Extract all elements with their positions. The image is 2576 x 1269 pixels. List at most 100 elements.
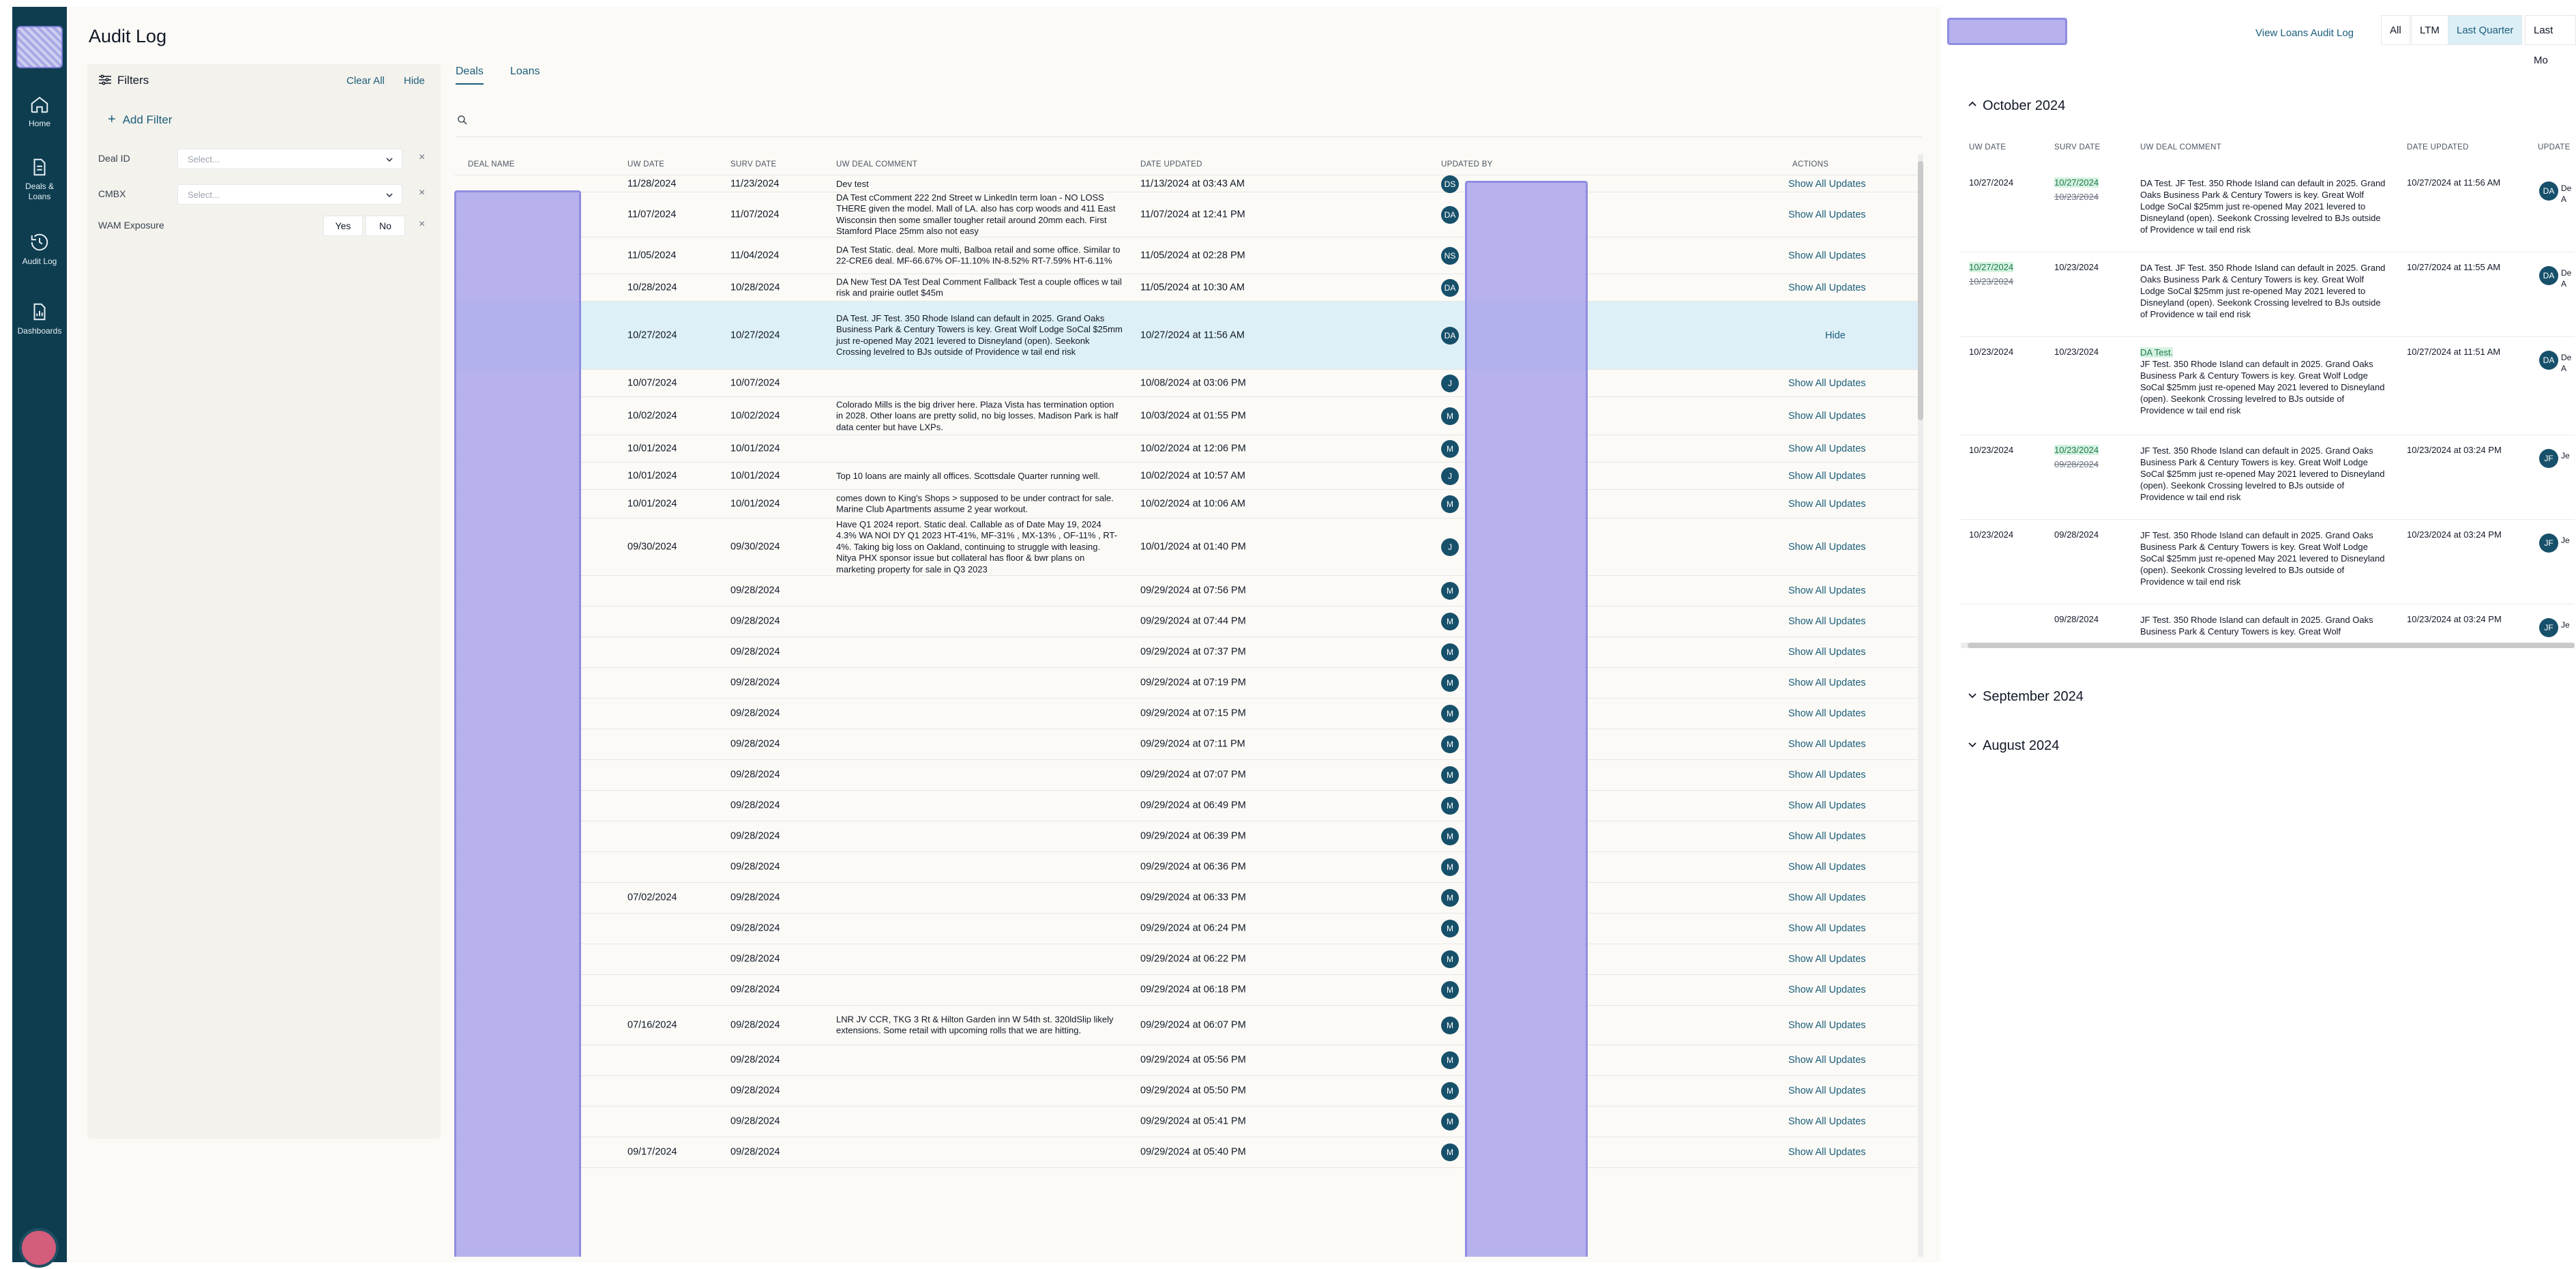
wam-no-button[interactable]: No [366,216,405,236]
show-all-updates-button[interactable]: Show All Updates [1788,739,1866,750]
segment-all[interactable]: All [2381,15,2410,45]
show-all-updates-button[interactable]: Show All Updates [1788,954,1866,965]
header-date-updated[interactable]: DATE UPDATED [1140,160,1202,169]
show-all-updates-button[interactable]: Show All Updates [1788,647,1866,658]
table-scrollbar[interactable] [1918,154,1923,1257]
header-uw-comment[interactable]: UW DEAL COMMENT [836,160,918,169]
clear-all-button[interactable]: Clear All [346,75,385,87]
show-all-updates-button[interactable]: Show All Updates [1788,616,1866,627]
header-surv-date[interactable]: SURV DATE [730,160,777,169]
tab-loans[interactable]: Loans [510,65,540,77]
search-icon[interactable] [457,115,468,126]
add-filter-button[interactable]: +Add Filter [108,112,172,128]
app-logo[interactable] [16,26,63,68]
header-updated-by[interactable]: UPDATED BY [1441,160,1493,169]
show-all-updates-button[interactable]: Show All Updates [1788,984,1866,995]
segment-last-month[interactable]: Last Mo [2525,15,2576,66]
remove-filter-icon[interactable]: × [419,151,426,163]
segment-ltm[interactable]: LTM [2411,15,2448,45]
header-deal-name[interactable]: DEAL NAME [468,160,515,169]
show-all-updates-button[interactable]: Show All Updates [1788,498,1866,510]
show-all-updates-button[interactable]: Show All Updates [1788,862,1866,873]
show-all-updates-button[interactable]: Show All Updates [1788,1055,1866,1066]
show-all-updates-button[interactable]: Show All Updates [1788,1147,1866,1158]
nav-item-audit-log[interactable]: Audit Log [12,232,67,267]
nav-item-deals-loans[interactable]: Deals & Loans [12,157,67,202]
nav-item-dashboards[interactable]: Dashboards [12,302,67,336]
show-all-updates-button[interactable]: Show All Updates [1788,892,1866,903]
segment-last-quarter[interactable]: Last Quarter [2448,15,2523,45]
view-loans-audit-log-link[interactable]: View Loans Audit Log [2255,27,2354,39]
show-all-updates-button[interactable]: Show All Updates [1788,831,1866,842]
show-all-updates-button[interactable]: Show All Updates [1788,178,1866,190]
remove-filter-icon[interactable]: × [419,218,426,230]
month-header-october[interactable]: October 2024 [1968,98,2065,114]
show-all-updates-button[interactable]: Show All Updates [1788,282,1866,293]
deal-id-select[interactable]: Select... [177,149,402,169]
show-all-updates-button[interactable]: Show All Updates [1788,410,1866,422]
wam-yes-button[interactable]: Yes [323,216,363,236]
cmbx-select[interactable]: Select... [177,184,402,205]
month-header-september[interactable]: September 2024 [1968,689,2084,705]
show-all-updates-button[interactable]: Show All Updates [1788,377,1866,389]
show-all-updates-button[interactable]: Show All Updates [1788,677,1866,688]
history-horizontal-scrollbar[interactable] [1961,643,2575,648]
show-all-updates-button[interactable]: Show All Updates [1788,1116,1866,1127]
month-header-august[interactable]: August 2024 [1968,738,2059,754]
tab-deals[interactable]: Deals [456,65,484,85]
show-all-updates-button[interactable]: Show All Updates [1788,770,1866,781]
show-all-updates-button[interactable]: Show All Updates [1788,1085,1866,1096]
nav-item-home[interactable]: Home [12,94,67,129]
show-all-updates-button[interactable]: Show All Updates [1788,470,1866,482]
hide-filters-button[interactable]: Hide [404,75,425,87]
remove-filter-icon[interactable]: × [419,187,426,199]
user-avatar[interactable] [19,1228,59,1268]
show-all-updates-button[interactable]: Show All Updates [1788,585,1866,596]
header-uw-date[interactable]: UW DATE [627,160,665,169]
show-all-updates-button[interactable]: Show All Updates [1788,443,1866,454]
show-all-updates-button[interactable]: Show All Updates [1788,209,1866,220]
hide-updates-button[interactable]: Hide [1825,330,1846,341]
show-all-updates-button[interactable]: Show All Updates [1788,800,1866,811]
scrollbar-thumb[interactable] [1968,643,2575,648]
show-all-updates-button[interactable]: Show All Updates [1788,923,1866,934]
show-all-updates-button[interactable]: Show All Updates [1788,708,1866,719]
show-all-updates-button[interactable]: Show All Updates [1788,250,1866,261]
show-all-updates-button[interactable]: Show All Updates [1788,541,1866,553]
